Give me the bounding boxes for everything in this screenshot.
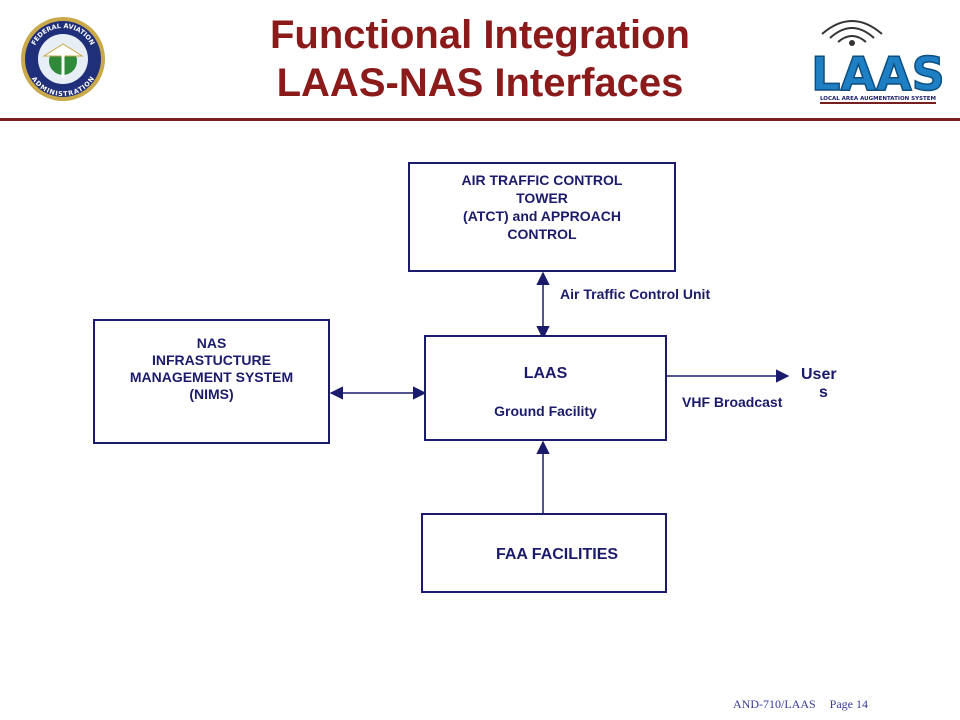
nims-line3: MANAGEMENT SYSTEM [129,369,294,385]
footer-page-number: Page 14 [829,697,868,711]
footer: AND-710/LAAS Page 14 [733,697,868,712]
nims-line4: (NIMS) [189,386,234,402]
nims-line1: NAS [196,335,227,351]
faa-facilities-label: FAA FACILITIES [495,546,619,563]
laas-box-subtitle: Ground Facility [494,403,597,419]
atct-box: AIR TRAFFIC CONTROL TOWER (ATCT) and APP… [408,162,676,272]
atct-line1: AIR TRAFFIC CONTROL [461,172,623,188]
page-title-line1: Functional Integration [270,13,690,57]
atc-unit-label: Air Traffic Control Unit [560,286,711,302]
nims-line2: INFRASTUCTURE [152,352,271,368]
vhf-broadcast-label: VHF Broadcast [682,394,783,410]
title-divider [0,118,960,121]
nims-box: NAS INFRASTUCTURE MANAGEMENT SYSTEM (NIM… [93,319,330,444]
users-label-line1: User [801,366,837,383]
faa-seal-logo: FEDERAL AVIATION ADMINISTRATION [21,17,105,101]
users-label-line2: s [819,384,828,401]
laas-logo-text: LAAS [812,47,944,101]
laas-logo: LAAS LOCAL AREA AUGMENTATION SYSTEM [812,20,944,104]
laas-box-title: LAAS [523,365,568,382]
atct-line4: CONTROL [507,226,577,242]
faa-facilities-box: FAA FACILITIES [421,513,667,593]
atct-line2: TOWER [516,190,568,206]
laas-logo-subtext: LOCAL AREA AUGMENTATION SYSTEM [820,96,936,102]
laas-ground-facility-box: LAAS Ground Facility [424,335,667,441]
footer-doc-id: AND-710/LAAS [733,697,816,711]
atct-line3: (ATCT) and APPROACH [463,208,621,224]
page-title-line2: LAAS-NAS Interfaces [276,61,684,105]
